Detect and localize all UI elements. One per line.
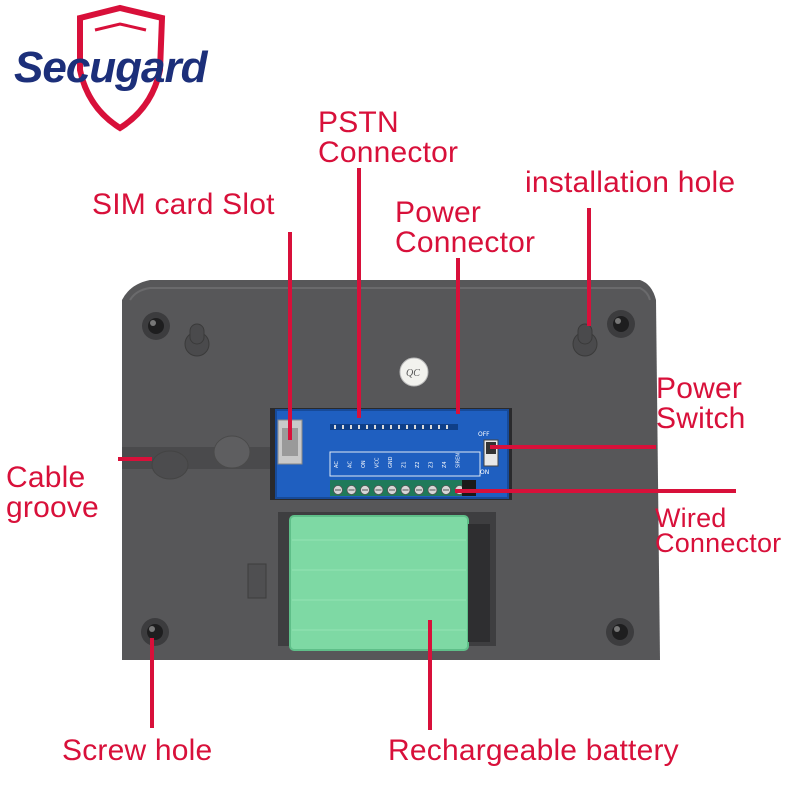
terminal-label: Z4 bbox=[442, 461, 448, 468]
terminal-label: GND bbox=[388, 456, 394, 468]
label-wired-connector: Wired Connector bbox=[655, 503, 782, 558]
terminal-labels: AC AC ON VCC GND Z1 Z2 Z3 Z4 SIREN bbox=[334, 453, 462, 468]
label-power-connector-line1: Power bbox=[395, 196, 482, 229]
label-installation-hole: installation hole bbox=[525, 166, 736, 199]
pstn-pin-header bbox=[334, 425, 448, 429]
screw-hole-bottom-left bbox=[141, 618, 169, 646]
label-wired-connector-line2: Connector bbox=[655, 528, 782, 558]
label-pstn: PSTN Connector bbox=[318, 108, 458, 168]
terminal-label: AC bbox=[348, 461, 354, 468]
battery-pack bbox=[290, 516, 468, 650]
terminal-label: Z3 bbox=[429, 461, 435, 468]
terminal-label: Z1 bbox=[402, 461, 408, 468]
terminal-label: SIREN bbox=[456, 453, 462, 468]
label-power-connector-line2: Connector bbox=[395, 226, 536, 259]
label-cable-groove-line2: groove bbox=[6, 491, 99, 524]
installation-hole-left bbox=[184, 323, 210, 357]
callout-lines bbox=[118, 168, 736, 730]
screw-hole-top-left bbox=[142, 312, 170, 340]
label-cable-groove: Cable groove bbox=[6, 463, 99, 523]
label-power-switch: Power Switch bbox=[656, 374, 746, 434]
label-pstn-line1: PSTN bbox=[318, 106, 399, 139]
qc-sticker: QC bbox=[399, 357, 429, 387]
label-power-connector: Power Connector bbox=[395, 198, 535, 258]
screw-hole-bottom-right bbox=[606, 618, 634, 646]
label-screw-hole: Screw hole bbox=[62, 734, 213, 767]
logo-wordmark: Secugard bbox=[14, 43, 209, 92]
label-sim-card-slot: SIM card Slot bbox=[92, 188, 275, 221]
label-cable-groove-line1: Cable bbox=[6, 461, 86, 494]
label-power-switch-line1: Power bbox=[656, 372, 743, 405]
terminal-label: ON bbox=[361, 460, 367, 468]
qc-sticker-text: QC bbox=[406, 368, 420, 379]
installation-hole-right bbox=[572, 323, 598, 357]
label-pstn-line2: Connector bbox=[318, 136, 459, 169]
logo-shield-icon bbox=[77, 4, 166, 132]
terminal-label: VCC bbox=[375, 457, 381, 468]
terminal-label: AC bbox=[334, 461, 340, 468]
screw-hole-top-right bbox=[607, 310, 635, 338]
brand-logo: Secugard bbox=[14, 4, 210, 132]
switch-on-label: ON bbox=[480, 469, 489, 476]
label-power-switch-line2: Switch bbox=[656, 402, 746, 435]
label-rechargeable-battery: Rechargeable battery bbox=[388, 734, 679, 767]
terminal-label: Z2 bbox=[415, 461, 421, 468]
switch-off-label: OFF bbox=[478, 431, 490, 438]
label-wired-connector-line1: Wired bbox=[655, 503, 727, 533]
